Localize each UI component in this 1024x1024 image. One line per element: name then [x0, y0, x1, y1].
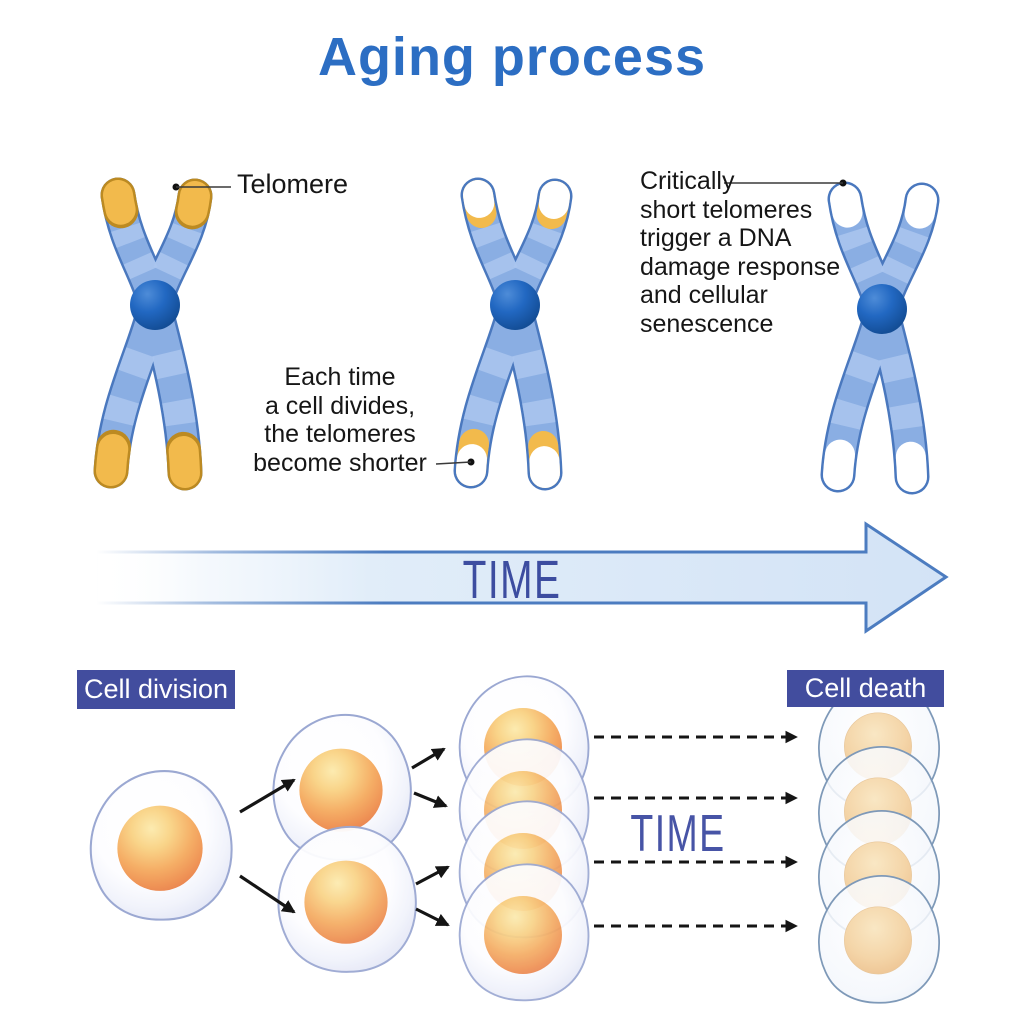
- leader-lines: [172, 179, 847, 466]
- dead-cell-4: [818, 875, 941, 1004]
- cell-stage3-4: [458, 863, 590, 1002]
- telomere-label: Telomere: [237, 169, 349, 199]
- centromere: [857, 284, 907, 334]
- chromosome-no-telomeres: [838, 199, 922, 477]
- cell-stage1: [89, 770, 233, 921]
- chromosome-short-telomeres: [471, 195, 555, 473]
- time-arrow: [94, 521, 949, 634]
- page-title: Aging process: [317, 27, 707, 87]
- cell-division-badge: Cell division: [77, 670, 235, 709]
- division-arrows: [239, 747, 450, 927]
- shorter-pointer-line: [435, 461, 472, 465]
- chromosome-long-telomeres: [111, 195, 195, 473]
- time-bottom-label: TIME: [630, 805, 726, 863]
- critically-short-note: Critically short telomeres trigger a DNA…: [640, 167, 841, 338]
- centromere: [130, 280, 180, 330]
- cell-death-badge: Cell death: [787, 670, 944, 707]
- cell-stage2-bottom: [277, 825, 417, 973]
- each-time-note: Each time a cell divides, the telomeres …: [253, 363, 427, 477]
- time-arrow-label: TIME: [462, 550, 562, 610]
- centromere: [490, 280, 540, 330]
